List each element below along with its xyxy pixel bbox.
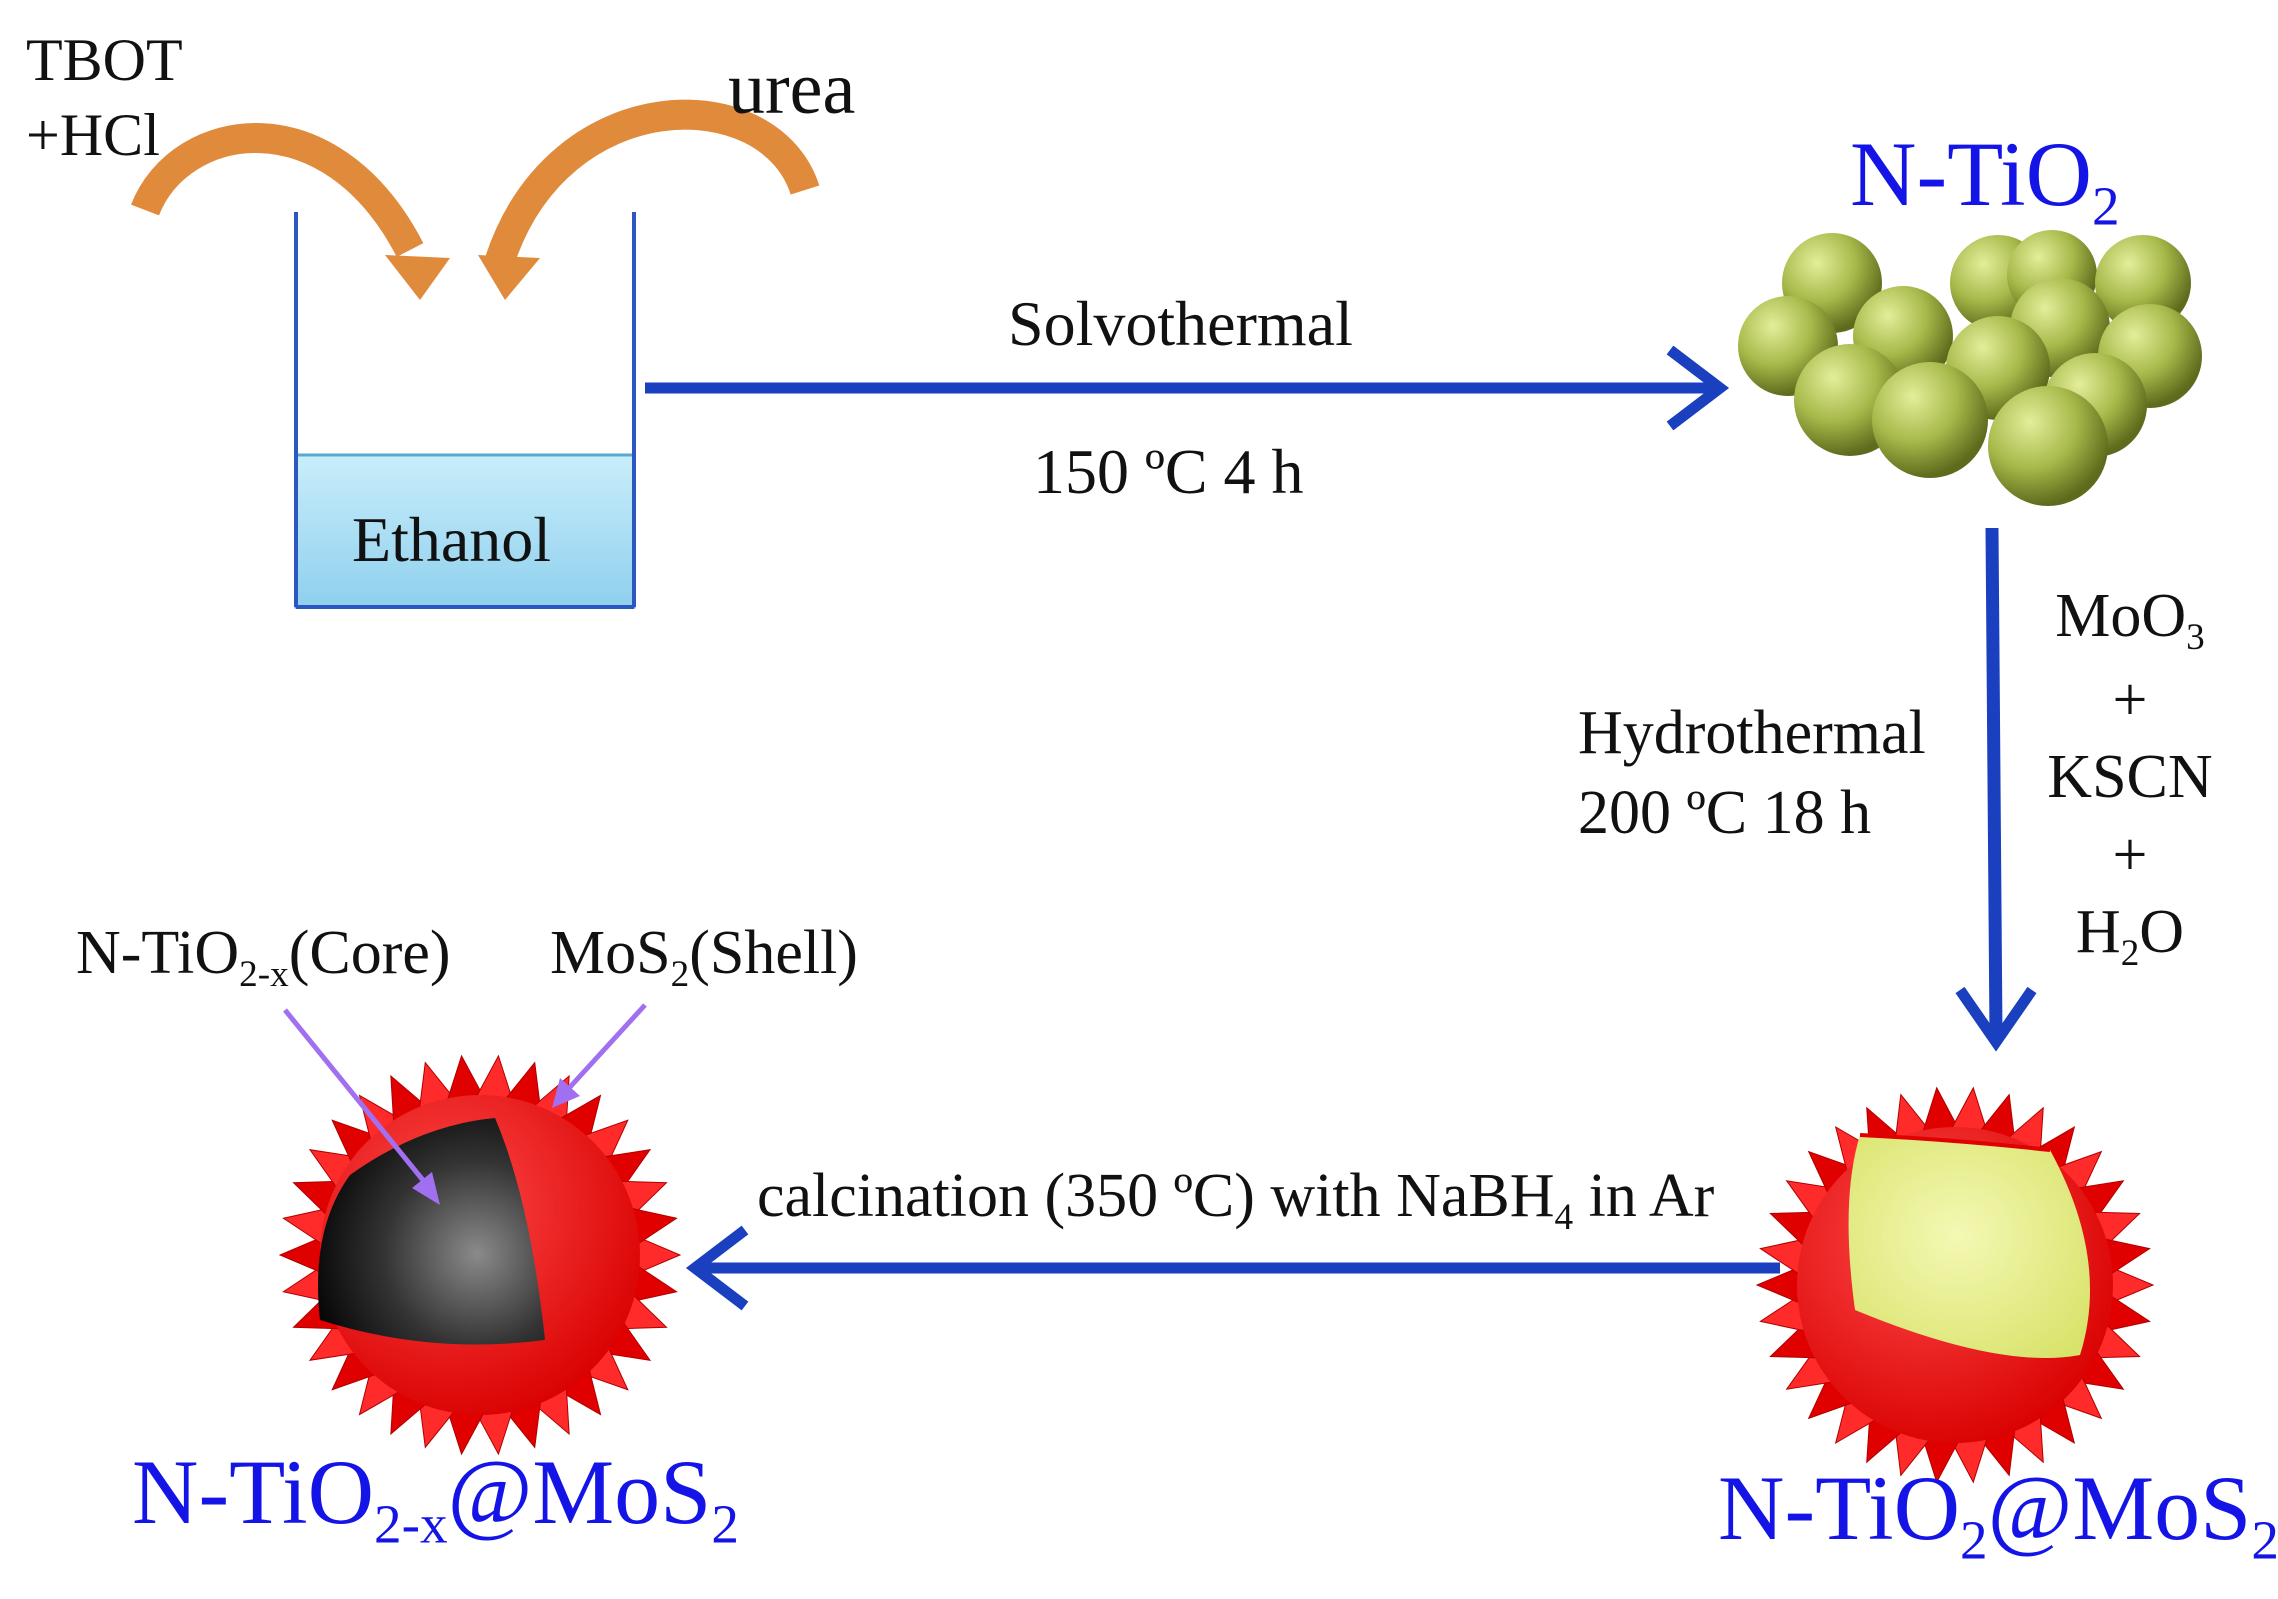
pointer-shell [552,1003,647,1108]
reagent-urea: urea [728,48,856,130]
n-tio2-particle-cluster [1738,230,2202,506]
reagent-moo3: MoO3 [2055,582,2205,659]
beaker [294,212,636,609]
shell-label: MoS2(Shell) [550,919,858,996]
core-label: N-TiO2-x(Core) [76,919,451,996]
step1-method: Solvothermal [1008,288,1353,359]
step2-conditions: 200 ºC 18 h [1578,779,1872,847]
product1-sub: 2 [2092,175,2120,237]
product1-label: N-TiO2 [1850,128,2120,234]
arrow-hydrothermal [1955,527,2037,1052]
orange-arrow-right [478,99,820,300]
arrow-calcination [685,1225,1780,1311]
n-tio2x-mos2-particle [278,1054,682,1456]
step1-conditions: 150 ºC 4 h [1033,436,1304,507]
pointer-core [283,1008,440,1205]
reagent-kscn: KSCN [2047,743,2213,812]
plus-1: + [2112,665,2148,734]
orange-arrow-left [131,123,450,300]
beaker-label: Ethanol [352,504,552,575]
reagent-tbot: TBOT [26,27,183,93]
product3-label: N-TiO2-x@MoS2 [132,1441,739,1555]
reagent-hcl: +HCl [26,102,160,168]
product2-label: N-TiO2@MoS2 [1718,1457,2278,1571]
n-tio2-mos2-particle [1755,1086,2155,1484]
tio2-sphere [1988,386,2108,506]
tio2-sphere [1872,362,1988,478]
step2-reagents: MoO3 + KSCN + H2O [2040,578,2220,978]
step3-conditions: calcination (350 ºC) with NaBH4 in Ar [757,1162,1715,1239]
product1-name: N-TiO [1850,123,2093,225]
step2-method: Hydrothermal [1578,699,1926,767]
n-tio2x-core [318,1118,545,1345]
reagent-h2o: H2O [2075,898,2185,975]
arrow-solvothermal [645,345,1730,431]
plus-2: + [2112,820,2148,889]
n-tio2-core [1848,1135,2090,1358]
